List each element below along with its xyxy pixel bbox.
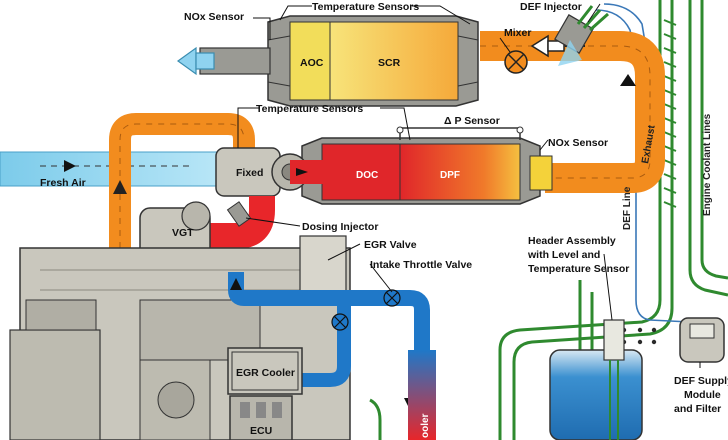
hot-exhaust-pipe <box>200 196 275 249</box>
label-def-line: DEF Line <box>622 186 633 230</box>
label-def-supply-1: DEF Supply <box>674 375 728 387</box>
def-supply-module <box>679 317 725 363</box>
label-def-injector: DEF Injector <box>520 1 582 13</box>
label-def-supply-2: Module <box>684 389 721 401</box>
engine-block <box>9 235 351 440</box>
intake-pipe <box>228 272 430 440</box>
scr-canister <box>267 15 479 107</box>
label-ecu: ECU <box>250 425 272 437</box>
def-injector <box>554 5 609 66</box>
arrow-up-icon <box>113 180 127 194</box>
arrow-right-icon <box>64 160 76 172</box>
label-egr-cooler: EGR Cooler <box>236 367 295 379</box>
charge-air-cooler <box>408 350 436 440</box>
arrow-right-icon <box>296 168 308 176</box>
arrow-up-icon <box>230 278 242 290</box>
vgt-turbo <box>139 201 211 261</box>
label-nox-sensor-top: NOx Sensor <box>184 11 244 23</box>
dosing-injector <box>226 201 252 227</box>
label-temperature-sensors-mid: Temperature Sensors <box>256 103 363 115</box>
def-tank <box>549 319 643 440</box>
leader-lines <box>237 3 701 368</box>
label-scr: SCR <box>378 57 401 69</box>
coolant-coil <box>663 19 677 208</box>
label-aoc: AOC <box>300 57 324 69</box>
label-dosing-injector: Dosing Injector <box>302 221 378 233</box>
label-temperature-sensors-top: Temperature Sensors <box>312 1 419 13</box>
label-header-assembly-2: with Level and <box>527 249 600 261</box>
label-dpf: DPF <box>440 170 460 181</box>
label-mixer: Mixer <box>504 27 531 39</box>
arrow-up-icon <box>620 74 636 86</box>
label-fresh-air: Fresh Air <box>40 177 86 189</box>
label-fixed: Fixed <box>236 167 263 179</box>
egr-cooler <box>227 347 303 395</box>
label-doc: DOC <box>356 170 378 181</box>
label-header-assembly-1: Header Assembly <box>528 235 616 247</box>
label-egr-valve: EGR Valve <box>364 239 417 251</box>
label-header-assembly-3: Temperature Sensor <box>528 263 629 275</box>
egr-cool-pipe <box>300 300 351 387</box>
label-delta-p-sensor: Δ P Sensor <box>444 115 500 127</box>
arrow-left-icon <box>176 46 197 76</box>
label-nox-sensor-mid: NOx Sensor <box>548 137 608 149</box>
label-engine-coolant-lines: Engine Coolant Lines <box>702 113 713 216</box>
label-def-supply-3: and Filter <box>674 403 721 415</box>
delta-p-lines <box>399 127 521 140</box>
ecu-module <box>229 395 293 440</box>
doc-dpf-canister <box>301 137 553 205</box>
label-intake-throttle-valve: Intake Throttle Valve <box>370 259 472 271</box>
label-vgt: VGT <box>172 227 194 239</box>
label-cooler-partial: ooler <box>420 413 431 438</box>
